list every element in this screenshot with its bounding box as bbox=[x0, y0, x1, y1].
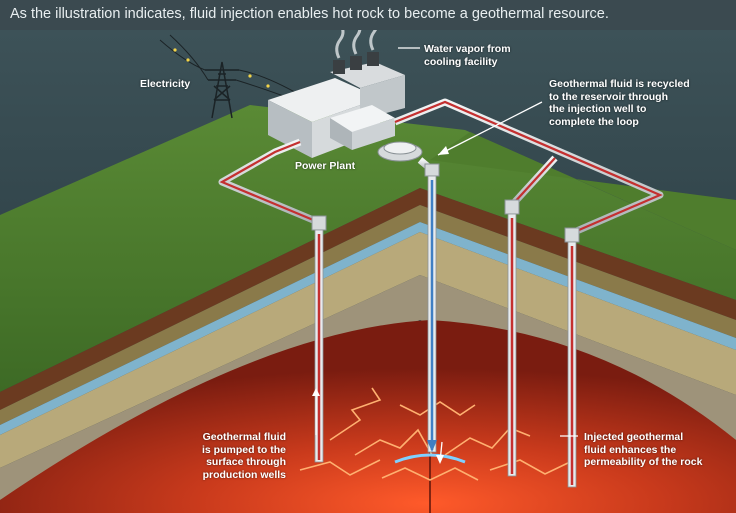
ground-surface-right bbox=[430, 132, 736, 250]
production-wells bbox=[314, 213, 577, 488]
caption-bar bbox=[0, 0, 736, 30]
injection-well bbox=[427, 175, 437, 453]
wellheads bbox=[311, 163, 580, 243]
sediment-layer-right bbox=[420, 232, 736, 395]
soil-layer-right bbox=[420, 188, 736, 320]
surface-flow-red bbox=[219, 100, 663, 235]
label-recycled: Geothermal fluid is recycled to the rese… bbox=[549, 78, 690, 128]
rock-fractures bbox=[299, 387, 571, 481]
sand-layer-right bbox=[420, 205, 736, 338]
label-electricity: Electricity bbox=[140, 78, 191, 90]
injected-fluid-zone bbox=[394, 453, 466, 464]
power-plant bbox=[268, 52, 423, 162]
hot-rock-reservoir bbox=[0, 320, 736, 513]
power-sparks bbox=[173, 48, 270, 88]
label-power-plant: Power Plant bbox=[295, 160, 356, 172]
power-tower bbox=[205, 61, 239, 119]
label-water-vapor: Water vapor from cooling facility bbox=[424, 43, 511, 68]
label-injected: Injected geothermal fluid enhances the p… bbox=[584, 431, 703, 468]
leader-arrows bbox=[312, 146, 449, 464]
caption: As the illustration indicates, fluid inj… bbox=[10, 6, 609, 22]
water-layer-right bbox=[420, 222, 736, 350]
ground-surface bbox=[0, 105, 736, 392]
label-pumped: Geothermal fluid is pumped to the surfac… bbox=[202, 431, 286, 481]
